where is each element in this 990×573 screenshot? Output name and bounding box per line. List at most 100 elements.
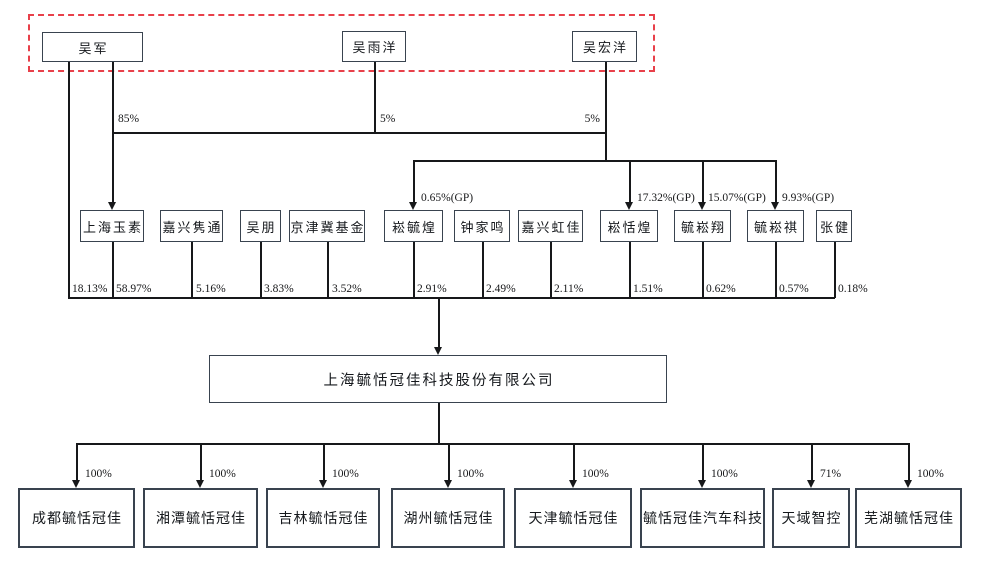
company-box: 上海毓恬冠佳科技股份有限公司 bbox=[209, 355, 667, 403]
connector-line bbox=[327, 242, 329, 298]
connector-line bbox=[438, 403, 440, 444]
shareholder-name: 崧恬煌 bbox=[607, 219, 653, 235]
stake-label: 5% bbox=[584, 113, 600, 125]
arrowhead-down-icon bbox=[196, 480, 204, 488]
connector-line bbox=[413, 242, 415, 298]
stake-label: 100% bbox=[582, 468, 609, 480]
arrowhead-down-icon bbox=[807, 480, 815, 488]
connector-line bbox=[811, 443, 813, 481]
subsidiary-box-2: 湘潭毓恬冠佳 bbox=[143, 488, 258, 548]
shareholder-box-1: 上海玉素 bbox=[80, 210, 144, 242]
connector-line bbox=[605, 62, 607, 161]
arrowhead-down-icon bbox=[319, 480, 327, 488]
subsidiary-name: 芜湖毓恬冠佳 bbox=[864, 512, 954, 527]
gp-stake-label: 15.07%(GP) bbox=[708, 192, 766, 204]
subsidiary-name: 天域智控 bbox=[781, 512, 842, 527]
arrowhead-down-icon bbox=[72, 480, 80, 488]
controllers-dashed-outline bbox=[28, 14, 655, 72]
gp-stake-label: 9.93%(GP) bbox=[782, 192, 835, 204]
stake-label: 2.91% bbox=[417, 283, 447, 295]
subsidiary-name: 天津毓恬冠佳 bbox=[528, 512, 619, 527]
arrowhead-down-icon bbox=[625, 202, 633, 210]
stake-label: 3.52% bbox=[332, 283, 362, 295]
stake-label: 2.49% bbox=[486, 283, 516, 295]
arrowhead-down-icon bbox=[771, 202, 779, 210]
arrowhead-down-icon bbox=[698, 202, 706, 210]
connector-line bbox=[112, 242, 114, 298]
connector-line bbox=[68, 297, 835, 299]
connector-line bbox=[76, 443, 78, 481]
owner-box-wu-hongyang: 吴宏洋 bbox=[572, 31, 637, 62]
owner-box-wu-jun: 吴军 bbox=[42, 32, 143, 62]
connector-line bbox=[702, 443, 704, 481]
shareholder-name: 张健 bbox=[819, 219, 850, 235]
connector-line bbox=[702, 160, 704, 203]
subsidiary-box-7: 天域智控 bbox=[772, 488, 850, 548]
shareholder-box-11: 张健 bbox=[816, 210, 852, 242]
shareholder-name: 嘉兴虹佳 bbox=[521, 219, 582, 235]
owner-box-wu-yuyang: 吴雨洋 bbox=[342, 31, 406, 62]
gp-stake-label: 0.65%(GP) bbox=[421, 192, 474, 204]
stake-label: 100% bbox=[332, 468, 359, 480]
stake-label: 1.51% bbox=[633, 283, 663, 295]
shareholder-name: 嘉兴隽通 bbox=[162, 219, 223, 235]
shareholder-box-3: 吴朋 bbox=[240, 210, 281, 242]
stake-label: 85% bbox=[118, 113, 140, 125]
connector-line bbox=[550, 242, 552, 298]
connector-line bbox=[629, 160, 631, 203]
arrowhead-down-icon bbox=[569, 480, 577, 488]
owner-name: 吴雨洋 bbox=[352, 40, 398, 55]
arrowhead-down-icon bbox=[108, 202, 116, 210]
arrowhead-down-icon bbox=[444, 480, 452, 488]
arrowhead-down-icon bbox=[409, 202, 417, 210]
connector-line bbox=[629, 242, 631, 298]
stake-label: 100% bbox=[457, 468, 484, 480]
stake-label: 0.62% bbox=[706, 283, 736, 295]
arrowhead-down-icon bbox=[698, 480, 706, 488]
stake-label: 2.11% bbox=[554, 283, 584, 295]
connector-line bbox=[573, 443, 575, 481]
connector-line bbox=[908, 443, 910, 481]
subsidiary-box-8: 芜湖毓恬冠佳 bbox=[855, 488, 962, 548]
shareholder-name: 京津冀基金 bbox=[290, 219, 366, 235]
stake-label: 0.18% bbox=[838, 283, 868, 295]
stake-label: 5% bbox=[380, 113, 396, 125]
stake-label: 18.13% bbox=[72, 283, 108, 295]
shareholder-name: 上海玉素 bbox=[83, 219, 144, 235]
subsidiary-name: 成都毓恬冠佳 bbox=[32, 512, 122, 527]
arrowhead-down-icon bbox=[434, 347, 442, 355]
subsidiary-name: 湖州毓恬冠佳 bbox=[403, 512, 494, 527]
stake-label: 58.97% bbox=[116, 283, 152, 295]
subsidiary-name: 毓恬冠佳汽车科技 bbox=[643, 512, 763, 527]
connector-line bbox=[323, 443, 325, 481]
shareholder-name: 崧毓煌 bbox=[391, 219, 437, 235]
subsidiary-name: 湘潭毓恬冠佳 bbox=[156, 512, 246, 527]
connector-line bbox=[413, 160, 415, 203]
gp-stake-label: 17.32%(GP) bbox=[637, 192, 695, 204]
shareholder-box-6: 钟家鸣 bbox=[454, 210, 510, 242]
shareholder-name: 毓崧祺 bbox=[753, 219, 799, 235]
connector-line bbox=[374, 62, 376, 133]
shareholder-name: 钟家鸣 bbox=[460, 219, 506, 235]
subsidiary-box-5: 天津毓恬冠佳 bbox=[514, 488, 632, 548]
shareholder-box-8: 崧恬煌 bbox=[600, 210, 658, 242]
shareholder-box-9: 毓崧翔 bbox=[674, 210, 731, 242]
stake-label: 0.57% bbox=[779, 283, 809, 295]
shareholder-name: 毓崧翔 bbox=[680, 219, 726, 235]
stake-label: 71% bbox=[820, 468, 842, 480]
stake-label: 100% bbox=[917, 468, 944, 480]
stake-label: 3.83% bbox=[264, 283, 294, 295]
subsidiary-name: 吉林毓恬冠佳 bbox=[278, 512, 369, 527]
subsidiary-box-3: 吉林毓恬冠佳 bbox=[266, 488, 380, 548]
stake-label: 100% bbox=[711, 468, 738, 480]
stake-label: 5.16% bbox=[196, 283, 226, 295]
shareholder-box-10: 毓崧祺 bbox=[747, 210, 804, 242]
connector-line bbox=[448, 443, 450, 481]
connector-line bbox=[413, 160, 776, 162]
connector-line bbox=[775, 160, 777, 203]
arrowhead-down-icon bbox=[904, 480, 912, 488]
shareholder-box-2: 嘉兴隽通 bbox=[160, 210, 223, 242]
subsidiary-box-4: 湖州毓恬冠佳 bbox=[391, 488, 505, 548]
stake-label: 100% bbox=[85, 468, 112, 480]
